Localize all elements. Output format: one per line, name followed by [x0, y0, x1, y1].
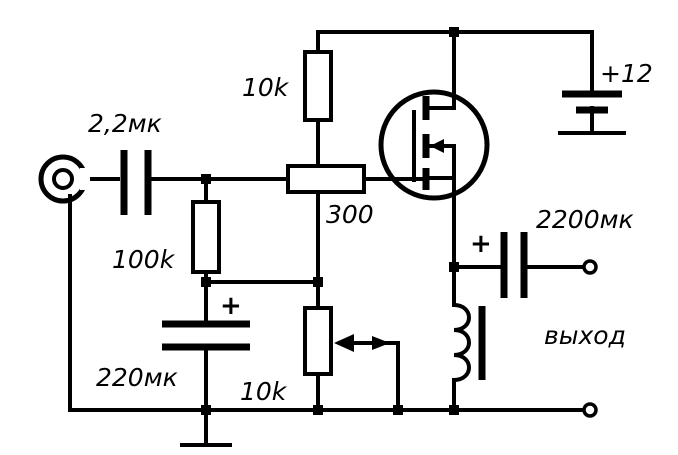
mosfet — [378, 89, 490, 201]
label-potentiometer: 10k — [240, 377, 288, 406]
resistor-top — [303, 50, 333, 122]
potentiometer — [303, 306, 333, 376]
wire-top-rail — [316, 30, 594, 94]
wire-bottom-rail — [68, 194, 586, 412]
filter-capacitor — [162, 320, 250, 351]
label-resistor-gate: 300 — [326, 200, 374, 229]
resistor-bias — [191, 200, 221, 274]
output-terminal-bottom — [582, 402, 598, 418]
label-resistor-top: 10k — [242, 73, 290, 102]
output-terminal-top — [582, 259, 598, 275]
label-output: выход — [544, 321, 626, 350]
inductor — [451, 302, 486, 383]
label-output-capacitor: 2200мк — [536, 205, 634, 234]
plus-output-capacitor: + — [470, 229, 492, 259]
plus-filter-capacitor: + — [220, 291, 242, 321]
label-resistor-bias: 100k — [112, 245, 176, 274]
label-supply: +12 — [600, 59, 653, 88]
potentiometer-wiper-arrow — [334, 334, 354, 352]
label-filter-capacitor: 220мк — [96, 363, 178, 392]
resistor-gate — [286, 164, 366, 194]
potentiometer-wiper-tip — [372, 336, 390, 350]
input-capacitor — [120, 150, 152, 215]
label-input-capacitor: 2,2мк — [88, 109, 162, 138]
wire-pot-wiper — [338, 341, 400, 412]
junctions — [201, 27, 459, 415]
output-capacitor — [500, 232, 528, 298]
battery — [558, 90, 626, 135]
input-jack — [38, 154, 90, 204]
